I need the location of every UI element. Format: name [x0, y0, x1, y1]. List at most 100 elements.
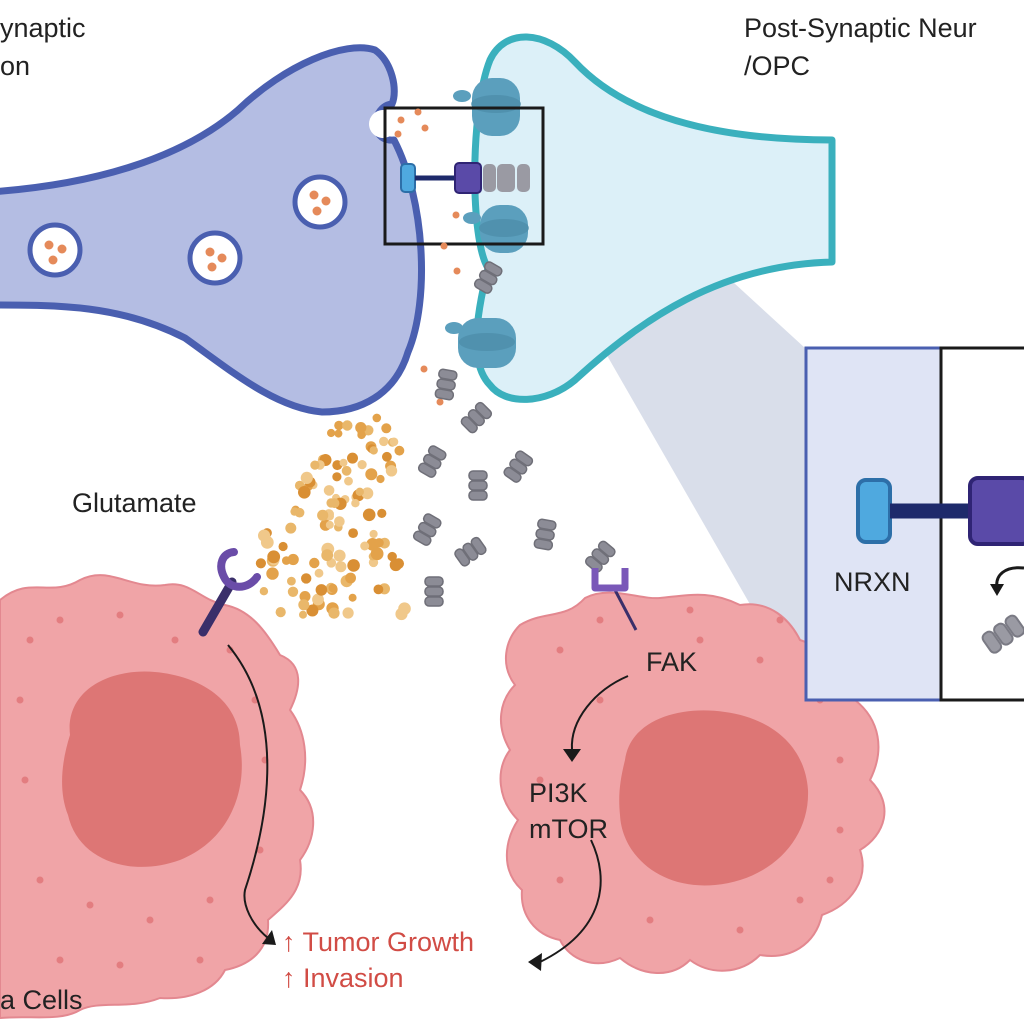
released-protein [533, 518, 557, 551]
speckle [696, 636, 704, 644]
glutamate-receptor [198, 548, 261, 637]
tumor-growth-label: ↑ Tumor Growth [282, 927, 475, 957]
vesicle [187, 230, 243, 286]
released-protein [473, 261, 503, 294]
speckle [146, 916, 154, 924]
speckle [536, 776, 544, 784]
glutamate-molecule [315, 584, 328, 596]
glutamate-molecule [299, 610, 307, 619]
glutamate-molecule [317, 509, 329, 521]
released-protein [417, 445, 447, 478]
released-protein [460, 401, 493, 434]
glutamate-molecule [299, 591, 311, 602]
speckle [56, 616, 64, 624]
glutamate-molecule [355, 487, 364, 496]
glioma-nucleus-right [619, 710, 809, 886]
speckle [21, 776, 29, 784]
glutamate-molecule [329, 498, 340, 509]
glutamate-molecule [328, 583, 338, 593]
glutamate-molecule [389, 558, 402, 572]
glutamate-molecule [372, 413, 382, 423]
glutamate-molecule [327, 428, 336, 438]
glutamate-molecule [344, 476, 353, 486]
glutamate-molecule [325, 520, 334, 529]
speckle [196, 956, 204, 964]
glutamate-molecule [348, 593, 357, 602]
glutamate-molecule [334, 516, 345, 527]
glutamate-molecule [369, 529, 378, 539]
glioma-cells-label: a Cells [0, 985, 83, 1015]
fak-label: FAK [646, 647, 698, 677]
speckle [796, 896, 804, 904]
glutamate-molecule [394, 445, 405, 456]
speckle [256, 846, 264, 854]
speckle [826, 876, 834, 884]
invasion-label: ↑ Invasion [282, 963, 404, 993]
nrxn-nlgn-complex-small [400, 162, 530, 194]
arrowheads [262, 749, 581, 971]
released-protein [424, 576, 444, 607]
speckle [56, 956, 64, 964]
released-protein [468, 470, 488, 501]
cytoplasm-speckles [16, 606, 844, 969]
nrxn-protein [856, 478, 892, 544]
speckle [16, 696, 24, 704]
postsynaptic-label-line1: Post-Synaptic Neur [744, 13, 977, 43]
speckle [116, 961, 124, 969]
glutamate-molecule [342, 420, 353, 431]
glutamate-molecule [382, 451, 392, 462]
glutamate-molecule [300, 471, 313, 484]
released-protein [412, 513, 442, 546]
glutamate-molecule [387, 551, 397, 562]
nrxn-label: NRXN [834, 567, 911, 597]
released-protein [434, 368, 458, 401]
glutamate-molecule [298, 486, 311, 499]
glutamate-molecule [389, 437, 399, 447]
integrin-receptor [591, 568, 638, 631]
released-protein [454, 536, 487, 567]
speckle [171, 636, 179, 644]
glutamate-molecule [376, 474, 385, 484]
glutamate-molecule [334, 429, 343, 438]
pi3k-label: PI3K [529, 778, 588, 808]
glioma-nucleus-left [62, 671, 242, 867]
glutamate-molecule [357, 460, 367, 470]
glutamate-molecule [369, 446, 378, 455]
glutamate-molecule [275, 607, 286, 618]
speckle [86, 901, 94, 909]
glutamate-molecule [377, 508, 387, 518]
glutamate-molecule [314, 568, 324, 578]
speckle [736, 926, 744, 934]
glutamate-molecule [285, 522, 297, 534]
receptor [463, 205, 529, 253]
synaptic-vesicles [27, 174, 348, 286]
speckle [756, 656, 764, 664]
glutamate-molecule [287, 586, 299, 597]
glutamate-molecule [290, 507, 299, 516]
glutamate-molecule [360, 541, 370, 551]
speckle [556, 646, 564, 654]
glutamate-molecule [347, 559, 360, 572]
glutamate-molecule [255, 558, 266, 569]
speckle [596, 616, 604, 624]
vesicle [27, 222, 83, 278]
speckle [836, 756, 844, 764]
glutamate-molecule [345, 572, 356, 584]
glutamate-molecule [323, 485, 335, 496]
glutamate-molecule [266, 567, 279, 580]
speckle [646, 916, 654, 924]
speckle [116, 611, 124, 619]
glutamate-molecule [332, 472, 342, 482]
glutamate-molecule [361, 487, 374, 500]
glutamate-molecule [309, 557, 320, 569]
glutamate-molecule [321, 549, 334, 562]
glutamate-molecule [334, 420, 344, 431]
speckle [36, 876, 44, 884]
speckle [596, 696, 604, 704]
glutamate-molecule [351, 499, 360, 508]
signaling-arrows [227, 644, 629, 963]
glutamate-molecule [395, 607, 408, 621]
glutamate-molecule [287, 553, 299, 566]
glutamate-molecule [341, 465, 352, 476]
glutamate-molecule [333, 549, 346, 562]
